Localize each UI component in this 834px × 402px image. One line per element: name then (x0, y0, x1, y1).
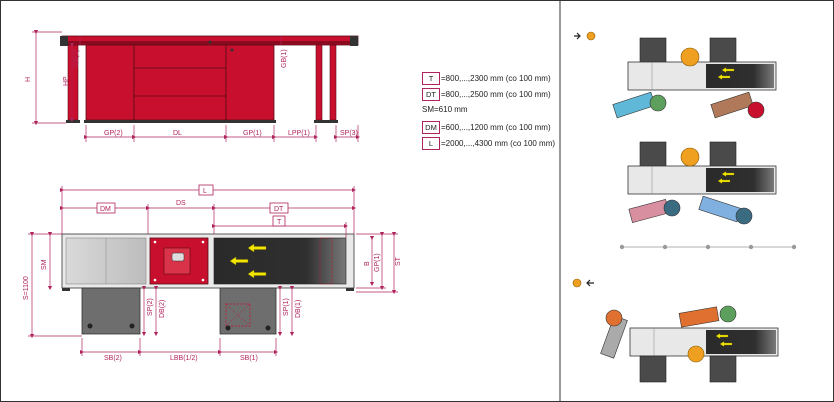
dim-sp3: SP(3) (340, 130, 358, 137)
dim-sm: SM (41, 259, 48, 270)
legend-key: DT (422, 88, 440, 101)
legend-text: =2000,...,4300 mm (co 100 mm) (441, 139, 556, 148)
legend-row-dm: DM =600,...,1200 mm (co 100 mm) (422, 121, 551, 134)
top-dimensions (28, 186, 398, 356)
legend-text: SM=610 mm (422, 105, 468, 114)
dim-sp1: SP(1) (283, 298, 290, 316)
layout-scene-3 (600, 305, 779, 383)
dim-gp1-top: GP(1) (374, 253, 381, 272)
dim-gb2: GB(2) (73, 49, 80, 68)
dim-sb2: SB(2) (104, 355, 122, 362)
dim-dm: DM (100, 206, 111, 213)
dim-gp2: GP(2) (104, 130, 123, 137)
dim-st: ST (395, 256, 402, 266)
dim-dl: DL (173, 130, 182, 137)
arrow-person-right-icon (574, 31, 596, 41)
dim-db2: DB(2) (159, 300, 166, 318)
legend-text: =800,...,2500 mm (co 100 mm) (441, 90, 551, 99)
dim-h: H (25, 77, 32, 82)
legend-key: L (422, 137, 440, 150)
arrow-person-left-icon (572, 278, 594, 288)
dim-t: T (277, 219, 282, 226)
layout-scene-1 (612, 37, 777, 119)
legend-row-l: L =2000,...,4300 mm (co 100 mm) (422, 137, 555, 150)
dim-db1: DB(1) (295, 300, 302, 318)
layout-scene-2 (627, 141, 777, 225)
dim-sb1: SB(1) (240, 355, 258, 362)
legend-row-sm: SM=610 mm (422, 105, 468, 114)
legend-key: DM (422, 121, 440, 134)
legend-row-dt: DT =800,...,2500 mm (co 100 mm) (422, 88, 551, 101)
dim-gp1: GP(1) (243, 130, 262, 137)
dim-lpp: LPP(1) (288, 130, 310, 137)
legend-key: T (422, 72, 440, 85)
dotted-separator (619, 244, 797, 250)
dim-lbb: LBB(1/2) (170, 355, 198, 362)
dim-ds: DS (176, 200, 186, 207)
dim-gb1: GB(1) (281, 49, 288, 68)
legend-text: =600,...,1200 mm (co 100 mm) (441, 123, 551, 132)
dim-l: L (203, 188, 207, 195)
dim-s1100: S=1100 (23, 276, 30, 300)
dim-hp: HP (63, 76, 70, 86)
side-view (60, 35, 359, 123)
top-view (61, 233, 355, 335)
side-dimensions (32, 29, 361, 142)
legend-text: =800,...,2300 mm (co 100 mm) (441, 74, 551, 83)
dim-sp2: SP(2) (147, 298, 154, 316)
legend-row-t: T =800,...,2300 mm (co 100 mm) (422, 72, 551, 85)
dim-b: B (364, 261, 371, 266)
dim-dt: DT (274, 206, 284, 213)
